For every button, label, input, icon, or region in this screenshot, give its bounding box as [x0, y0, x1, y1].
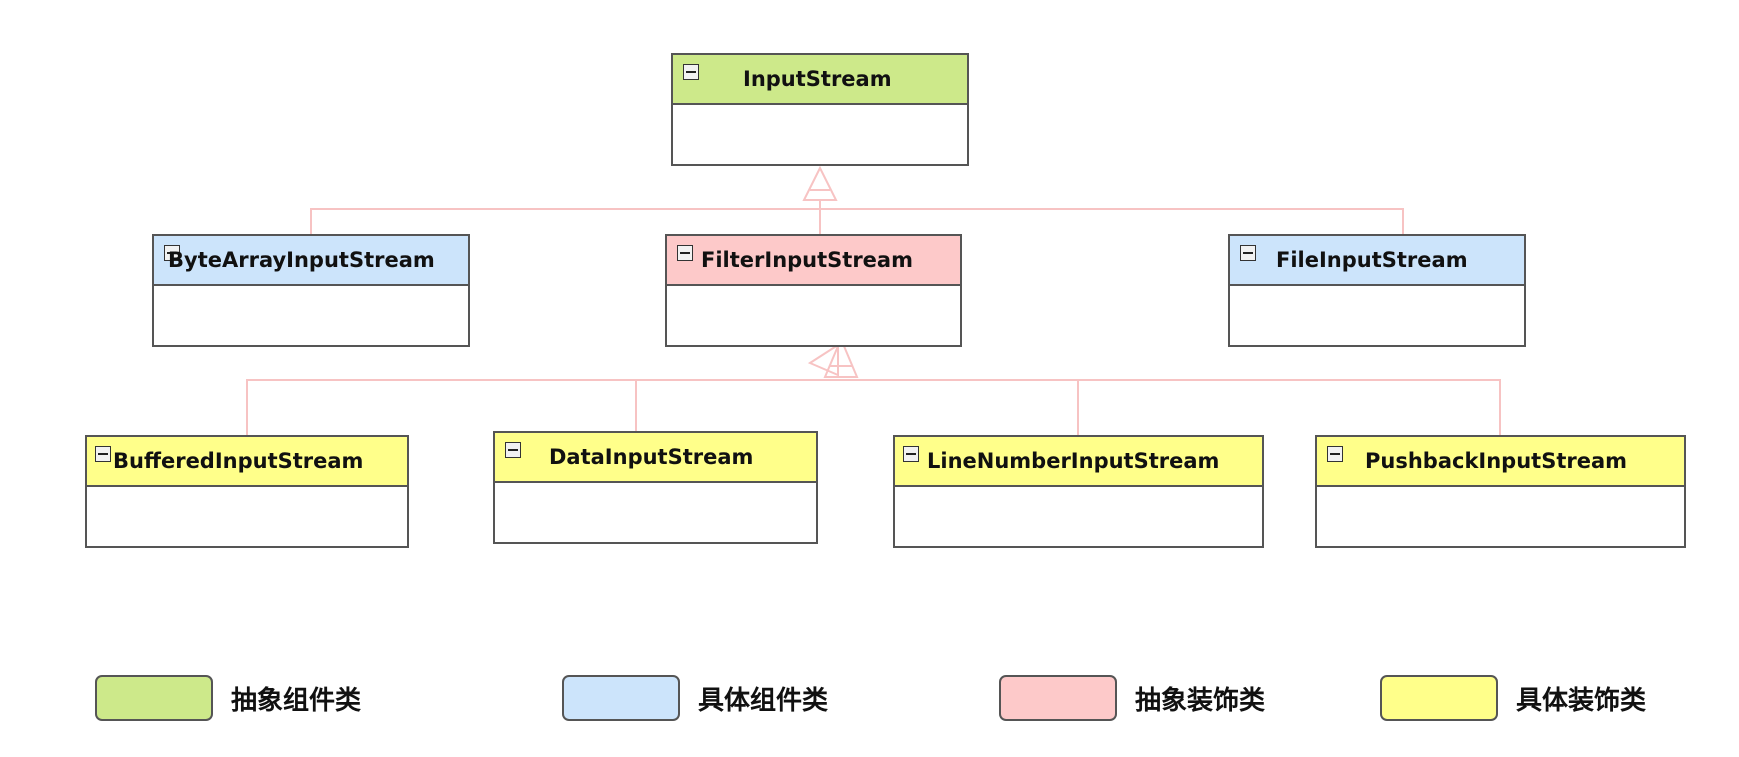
- legend-swatch-concrete-decorator: [1380, 675, 1498, 721]
- legend-label-abstract-decorator: 抽象装饰类: [1135, 686, 1266, 716]
- collapse-icon[interactable]: [95, 446, 111, 462]
- class-header: InputStream: [673, 55, 967, 105]
- legend-label-abstract-component: 抽象组件类: [231, 686, 362, 716]
- class-name: FileInputStream: [1276, 248, 1468, 272]
- class-name: ByteArrayInputStream: [168, 248, 435, 272]
- class-header: PushbackInputStream: [1317, 437, 1684, 487]
- class-header: ByteArrayInputStream: [154, 236, 468, 286]
- class-data-input-stream[interactable]: DataInputStream: [493, 431, 818, 544]
- class-header: DataInputStream: [495, 433, 816, 483]
- class-name: InputStream: [743, 67, 892, 91]
- legend-label-concrete-decorator: 具体装饰类: [1516, 686, 1647, 716]
- class-name: PushbackInputStream: [1365, 449, 1628, 473]
- class-buffered-input-stream[interactable]: BufferedInputStream: [85, 435, 409, 548]
- class-file-input-stream[interactable]: FileInputStream: [1228, 234, 1526, 347]
- class-name: LineNumberInputStream: [927, 449, 1220, 473]
- collapse-icon[interactable]: [164, 245, 180, 261]
- legend-label-concrete-component: 具体组件类: [698, 686, 829, 716]
- class-name: FilterInputStream: [701, 248, 913, 272]
- class-name: BufferedInputStream: [113, 449, 364, 473]
- class-pushback-input-stream[interactable]: PushbackInputStream: [1315, 435, 1686, 548]
- class-header: FilterInputStream: [667, 236, 960, 286]
- collapse-icon[interactable]: [677, 245, 693, 261]
- generalization-arrow-icon: [802, 165, 838, 201]
- generalization-arrow-icon-echo: [807, 343, 839, 377]
- class-line-number-input-stream[interactable]: LineNumberInputStream: [893, 435, 1264, 548]
- legend-swatch-concrete-component: [562, 675, 680, 721]
- class-filter-input-stream[interactable]: FilterInputStream: [665, 234, 962, 347]
- legend-swatch-abstract-component: [95, 675, 213, 721]
- collapse-icon[interactable]: [505, 442, 521, 458]
- class-header: FileInputStream: [1230, 236, 1524, 286]
- class-name: DataInputStream: [549, 445, 754, 469]
- collapse-icon[interactable]: [683, 64, 699, 80]
- connector-buffered: [246, 379, 1501, 435]
- generalization-level-1: [310, 165, 1404, 235]
- collapse-icon[interactable]: [903, 446, 919, 462]
- connector-byte-array: [310, 208, 1404, 235]
- class-byte-array-input-stream[interactable]: ByteArrayInputStream: [152, 234, 470, 347]
- class-header: BufferedInputStream: [87, 437, 407, 487]
- class-header: LineNumberInputStream: [895, 437, 1262, 487]
- collapse-icon[interactable]: [1327, 446, 1343, 462]
- generalization-level-2: [246, 336, 1501, 435]
- legend-swatch-abstract-decorator: [999, 675, 1117, 721]
- generalization-arrow-icon: [823, 336, 859, 378]
- class-input-stream[interactable]: InputStream: [671, 53, 969, 166]
- collapse-icon[interactable]: [1240, 245, 1256, 261]
